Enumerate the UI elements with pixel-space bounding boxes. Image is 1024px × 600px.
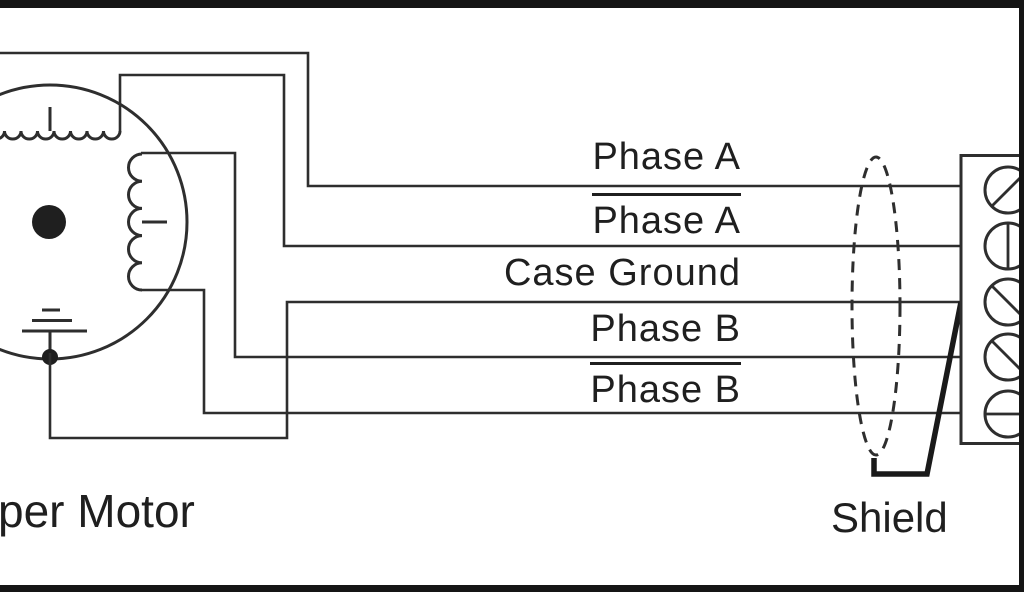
phase-b-winding (127, 152, 143, 292)
page-border-top (0, 0, 1024, 8)
wire-phase-a (0, 51, 960, 188)
screw-terminal-4 (983, 332, 1024, 382)
label-phase-a-bar: Phase A (592, 193, 741, 240)
terminal-block (959, 154, 1024, 445)
wire-case-ground (48, 300, 960, 440)
stepper-motor-symbol (0, 83, 189, 365)
case-ground-symbol (22, 308, 87, 352)
screw-slot (990, 284, 1024, 320)
screw-terminal-5 (983, 389, 1024, 439)
shield-label: Shield (831, 494, 948, 541)
stepper-motor-label: per Motor (0, 485, 195, 537)
wire-phase-b (141, 151, 960, 359)
page-border-bottom (0, 585, 1024, 592)
wire-phase-b-bar (141, 288, 960, 415)
screw-terminal-3 (983, 277, 1024, 327)
wire-phase-a-bar (118, 73, 960, 248)
label-phase-b: Phase B (590, 308, 741, 350)
page-border-right (1019, 0, 1024, 592)
label-phase-b-bar: Phase B (590, 362, 741, 409)
label-phase-a: Phase A (592, 136, 741, 178)
label-case-ground: Case Ground (503, 252, 741, 294)
phase-a-winding (0, 130, 122, 141)
shield-drain-wire (871, 301, 964, 477)
screw-slot (990, 172, 1024, 208)
screw-slot (990, 339, 1024, 375)
rotor-dot (32, 205, 66, 239)
screw-terminal-1 (983, 165, 1024, 215)
cable-shield-ellipse (850, 155, 902, 457)
screw-terminal-2 (983, 221, 1024, 271)
